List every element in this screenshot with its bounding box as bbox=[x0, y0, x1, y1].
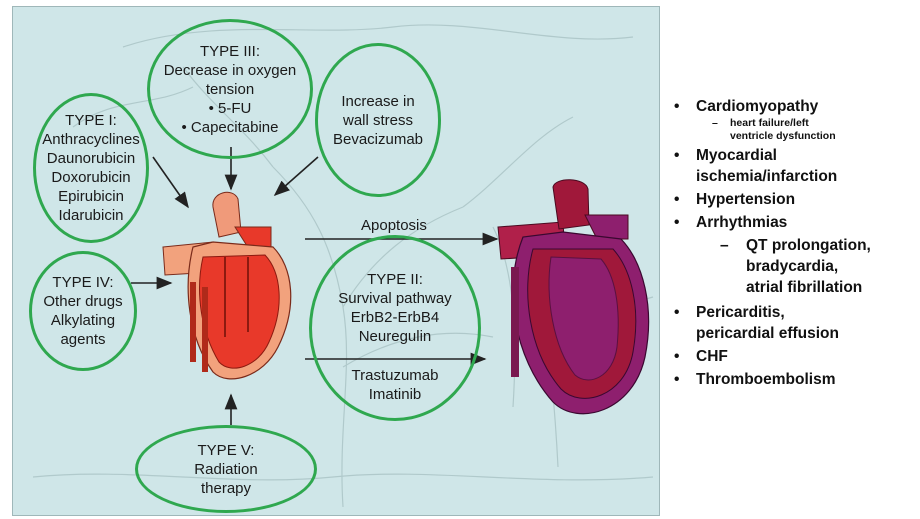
type-3-line: • Capecitabine bbox=[182, 118, 279, 137]
list-item-text: ischemia/infarction bbox=[696, 166, 918, 187]
wall-stress-line: Increase in bbox=[341, 92, 414, 111]
type-2-line: Neuregulin bbox=[338, 327, 451, 346]
type-4-title: TYPE IV: bbox=[52, 273, 113, 292]
list-subitem: –QT prolongation,bradycardia,atrial fibr… bbox=[668, 235, 918, 298]
list-item: • Arrhythmias bbox=[668, 212, 918, 233]
wall-stress-line: Bevacizumab bbox=[333, 130, 423, 149]
diagram-panel: TYPE I: Anthracyclines Daunorubicin Doxo… bbox=[12, 6, 660, 516]
list-item: • Thromboembolism bbox=[668, 369, 918, 390]
bullet: • bbox=[674, 145, 679, 166]
bullet: – bbox=[720, 235, 729, 256]
type-3-line: tension bbox=[206, 80, 254, 99]
list-item: • Cardiomyopathy bbox=[668, 96, 918, 117]
apoptosis-label: Apoptosis bbox=[361, 217, 427, 234]
type-5-line: Radiation bbox=[194, 460, 257, 479]
type-1-line: Idarubicin bbox=[58, 206, 123, 225]
type-2-drug: Trastuzumab bbox=[312, 366, 478, 385]
type-1-title: TYPE I: bbox=[65, 111, 117, 130]
list-item-text: atrial fibrillation bbox=[746, 277, 918, 298]
type-4-line: Alkylating bbox=[51, 311, 115, 330]
healthy-heart-icon bbox=[153, 187, 303, 387]
type-1-oval: TYPE I: Anthracyclines Daunorubicin Doxo… bbox=[33, 93, 149, 243]
list-item-text: Arrhythmias bbox=[696, 212, 918, 233]
list-item-text: QT prolongation, bbox=[746, 235, 918, 256]
list-item-text: Thromboembolism bbox=[696, 369, 918, 390]
type-3-title: TYPE III: bbox=[200, 42, 260, 61]
list-item-text: ventricle dysfunction bbox=[730, 130, 918, 143]
list-item-text: heart failure/left bbox=[730, 117, 918, 130]
list-item-text: Myocardial bbox=[696, 145, 918, 166]
list-item-text: CHF bbox=[696, 346, 918, 367]
type-1-line: Epirubicin bbox=[58, 187, 124, 206]
type-2-title: TYPE II: bbox=[338, 270, 451, 289]
list-item: • CHF bbox=[668, 346, 918, 367]
bullet: • bbox=[674, 189, 679, 210]
type-1-line: Anthracyclines bbox=[42, 130, 140, 149]
list-item-text: Hypertension bbox=[696, 189, 918, 210]
type-3-oval: TYPE III: Decrease in oxygen tension • 5… bbox=[147, 19, 313, 159]
type-2-line: ErbB2-ErbB4 bbox=[338, 308, 451, 327]
bullet: • bbox=[674, 369, 679, 390]
type-5-oval: TYPE V: Radiation therapy bbox=[135, 425, 317, 513]
type-2-drug: Imatinib bbox=[312, 385, 478, 404]
type-1-line: Doxorubicin bbox=[51, 168, 130, 187]
type-5-line: therapy bbox=[201, 479, 251, 498]
type-2-oval: TYPE II: Survival pathway ErbB2-ErbB4 Ne… bbox=[309, 235, 481, 421]
list-item-text: pericardial effusion bbox=[696, 323, 918, 344]
type-3-line: • 5-FU bbox=[209, 99, 252, 118]
bullet: • bbox=[674, 346, 679, 367]
type-4-line: Other drugs bbox=[43, 292, 122, 311]
list-item-text: Cardiomyopathy bbox=[696, 96, 918, 117]
list-item: • Pericarditis,pericardial effusion bbox=[668, 302, 918, 344]
bullet: • bbox=[674, 96, 679, 117]
damaged-heart-icon bbox=[493, 177, 653, 427]
wall-stress-oval: Increase in wall stress Bevacizumab bbox=[315, 43, 441, 197]
bullet: • bbox=[674, 302, 679, 323]
type-3-line: Decrease in oxygen bbox=[164, 61, 297, 80]
type-5-title: TYPE V: bbox=[198, 441, 255, 460]
type-2-line: Survival pathway bbox=[338, 289, 451, 308]
bullet: • bbox=[674, 212, 679, 233]
type-4-oval: TYPE IV: Other drugs Alkylating agents bbox=[29, 251, 137, 371]
list-item-text: Pericarditis, bbox=[696, 302, 918, 323]
type-1-line: Daunorubicin bbox=[47, 149, 135, 168]
type-4-line: agents bbox=[60, 330, 105, 349]
wall-stress-line: wall stress bbox=[343, 111, 413, 130]
list-item: • Hypertension bbox=[668, 189, 918, 210]
list-item-text: bradycardia, bbox=[746, 256, 918, 277]
bullet: – bbox=[712, 117, 718, 130]
